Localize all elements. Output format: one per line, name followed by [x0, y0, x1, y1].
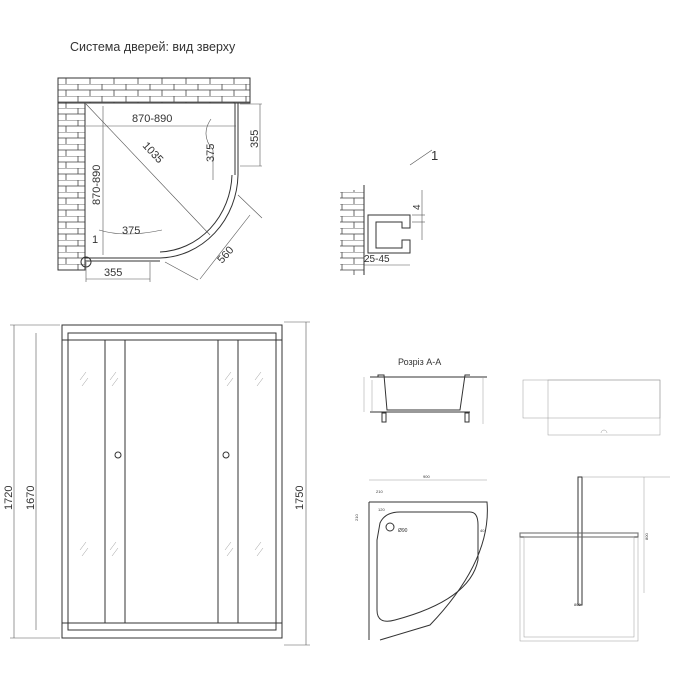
section-view: Розріз А-А	[363, 357, 661, 436]
door-handle-right	[222, 451, 230, 459]
frame-dim-depth: 800	[644, 533, 649, 540]
tray-plan: 900 210 210 120 Ø90 40	[354, 474, 488, 641]
dim-door-bottom: 375	[122, 225, 140, 237]
brick-wall-top	[57, 77, 251, 104]
curved-door	[159, 174, 239, 259]
door-handle-left	[114, 451, 122, 459]
tray-dim-rim: 40	[480, 528, 485, 533]
dim-diagonal: 1035	[140, 140, 165, 166]
tray-dim-width: 900	[423, 474, 430, 479]
tray-dim-drain-y: 210	[354, 514, 359, 521]
dim-total-height: 1720	[3, 486, 15, 510]
dim-depth: 870-890	[91, 165, 103, 205]
brick-wall-left	[57, 102, 86, 271]
dim-opening: 560	[215, 244, 236, 266]
frame-plan: 800 800	[519, 476, 670, 642]
dim-gap: 4	[412, 204, 423, 210]
callout-1: 1	[92, 234, 98, 246]
tray-dim-drain: Ø90	[398, 528, 408, 534]
dim-adjust: 25-45	[364, 254, 390, 265]
top-view-diagram: Система дверей: вид зверху 870-890 870-8…	[57, 40, 263, 282]
dim-glass-height: 1670	[25, 486, 37, 510]
front-view: 1720 1670 1750	[3, 321, 310, 646]
top-view-title: Система дверей: вид зверху	[70, 40, 236, 54]
callout-1-detail: 1	[431, 148, 438, 163]
dim-right-height: 1750	[294, 486, 306, 510]
dim-width: 870-890	[132, 113, 172, 125]
frame-dim-width: 800	[574, 602, 581, 607]
dim-door-right: 375	[205, 144, 217, 162]
dim-bottom-fixed: 355	[104, 267, 122, 279]
dim-right-fixed: 355	[249, 130, 261, 148]
tray-dim-drain-x: 210	[376, 489, 383, 494]
profile-detail: 1 4 25-45	[340, 148, 438, 275]
tray-dim-chamfer: 120	[378, 507, 385, 512]
section-title: Розріз А-А	[398, 357, 441, 367]
